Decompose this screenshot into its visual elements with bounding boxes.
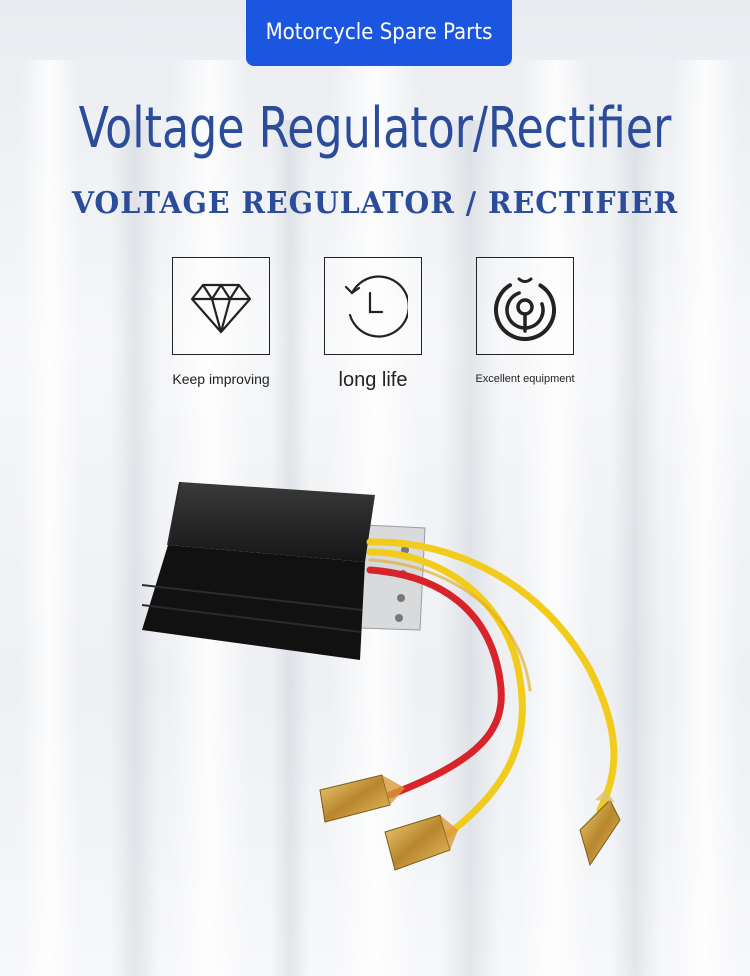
voltage-regulator-image <box>141 481 621 871</box>
background-pillar <box>670 60 740 976</box>
feature-label: long life <box>338 369 408 391</box>
feature-excellent-equipment: Excellent equipment <box>445 257 605 385</box>
feature-long-life: long life <box>293 257 453 392</box>
page-subtitle: VOLTAGE REGULATOR / RECTIFIER <box>71 186 679 221</box>
signal-icon <box>494 277 556 341</box>
background-pillar <box>110 120 160 976</box>
feature-icon-box <box>172 257 270 355</box>
background-pillar <box>610 120 660 976</box>
diamond-icon <box>190 283 252 334</box>
feature-keep-improving: Keep improving <box>141 257 301 387</box>
category-tag: Motorcycle Spare Parts <box>246 0 512 66</box>
clock-icon <box>344 275 408 338</box>
feature-icon-box <box>324 257 422 355</box>
page-title: Voltage Regulator/Rectifier <box>78 96 672 161</box>
background-pillar <box>20 60 80 976</box>
regulator-body <box>141 481 375 660</box>
spade-terminals <box>319 774 621 871</box>
feature-label: Excellent equipment <box>475 373 575 385</box>
background-pillar <box>520 60 590 976</box>
wire-bundle <box>366 538 618 844</box>
feature-label: Keep improving <box>172 371 270 387</box>
feature-icon-box <box>476 257 574 355</box>
